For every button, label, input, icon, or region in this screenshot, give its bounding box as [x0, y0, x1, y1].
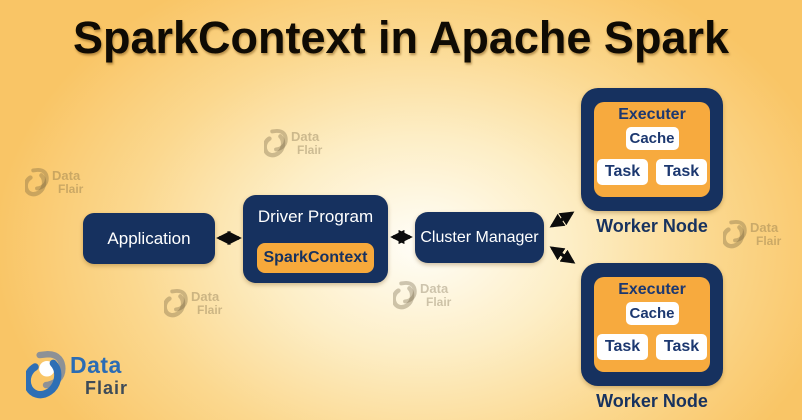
dataflair-watermark-icon	[25, 167, 49, 197]
dataflair-watermark-icon	[164, 288, 188, 318]
task-label: Task	[663, 338, 700, 355]
logo-word-data: Data	[70, 352, 122, 378]
cache-box: Cache	[625, 127, 679, 150]
spark-context-label: SparkContext	[263, 249, 368, 266]
watermark-word-flair: Flair	[58, 181, 84, 196]
driver-program-label: Driver Program	[257, 207, 374, 226]
watermark-word-data: Data	[291, 129, 320, 144]
dataflair-watermark: Data Flair	[25, 167, 83, 199]
dataflair-watermark-icon	[393, 280, 417, 310]
worker-node-box: Executer Cache Task Task	[581, 88, 723, 211]
watermark-word-flair: Flair	[297, 142, 323, 157]
cache-box: Cache	[625, 302, 679, 325]
application-label: Application	[107, 228, 191, 248]
watermark-word-flair: Flair	[197, 302, 223, 317]
dataflair-watermark-icon	[723, 219, 747, 249]
cache-label: Cache	[629, 305, 675, 322]
logo-word-flair: Flair	[85, 378, 129, 398]
dataflair-watermark: Data Flair	[164, 288, 222, 320]
task-box: Task	[597, 334, 648, 360]
watermark-word-data: Data	[750, 220, 779, 235]
task-label: Task	[604, 163, 641, 180]
watermark-word-flair: Flair	[426, 294, 452, 309]
driver-program-box: Driver Program SparkContext	[243, 195, 388, 283]
task-row: Task Task	[597, 334, 707, 360]
executer-label: Executer	[618, 281, 686, 298]
cluster-manager-box: Cluster Manager	[415, 212, 544, 263]
application-box: Application	[83, 213, 215, 264]
dataflair-watermark: Data Flair	[264, 128, 322, 160]
task-label: Task	[604, 338, 641, 355]
watermark-word-flair: Flair	[756, 233, 782, 248]
arrow-cluster-worker-bottom	[549, 246, 576, 264]
executer-box: Executer Cache Task Task	[594, 102, 710, 197]
task-row: Task Task	[597, 159, 707, 185]
worker-node-label: Worker Node	[596, 216, 708, 236]
dataflair-logo: Data Flair	[26, 349, 128, 403]
worker-node-box: Executer Cache Task Task	[581, 263, 723, 386]
watermark-word-data: Data	[191, 289, 220, 304]
task-box: Task	[656, 159, 707, 185]
cache-label: Cache	[629, 130, 675, 147]
watermark-word-data: Data	[420, 281, 449, 296]
task-box: Task	[597, 159, 648, 185]
executer-box: Executer Cache Task Task	[594, 277, 710, 372]
spark-context-box: SparkContext	[257, 243, 374, 273]
dataflair-watermark: Data Flair	[393, 280, 451, 312]
executer-label: Executer	[618, 106, 686, 123]
cluster-manager-label: Cluster Manager	[420, 228, 539, 246]
diagram-title: SparkContext in Apache Spark	[72, 12, 729, 63]
task-box: Task	[656, 334, 707, 360]
worker-node-label: Worker Node	[596, 391, 708, 411]
dataflair-watermark: Data Flair	[723, 219, 781, 251]
dataflair-watermark-icon	[264, 128, 288, 158]
arrow-cluster-worker-top	[549, 211, 575, 228]
dataflair-logo-icon	[26, 350, 66, 399]
task-label: Task	[663, 163, 700, 180]
watermark-word-data: Data	[52, 168, 81, 183]
